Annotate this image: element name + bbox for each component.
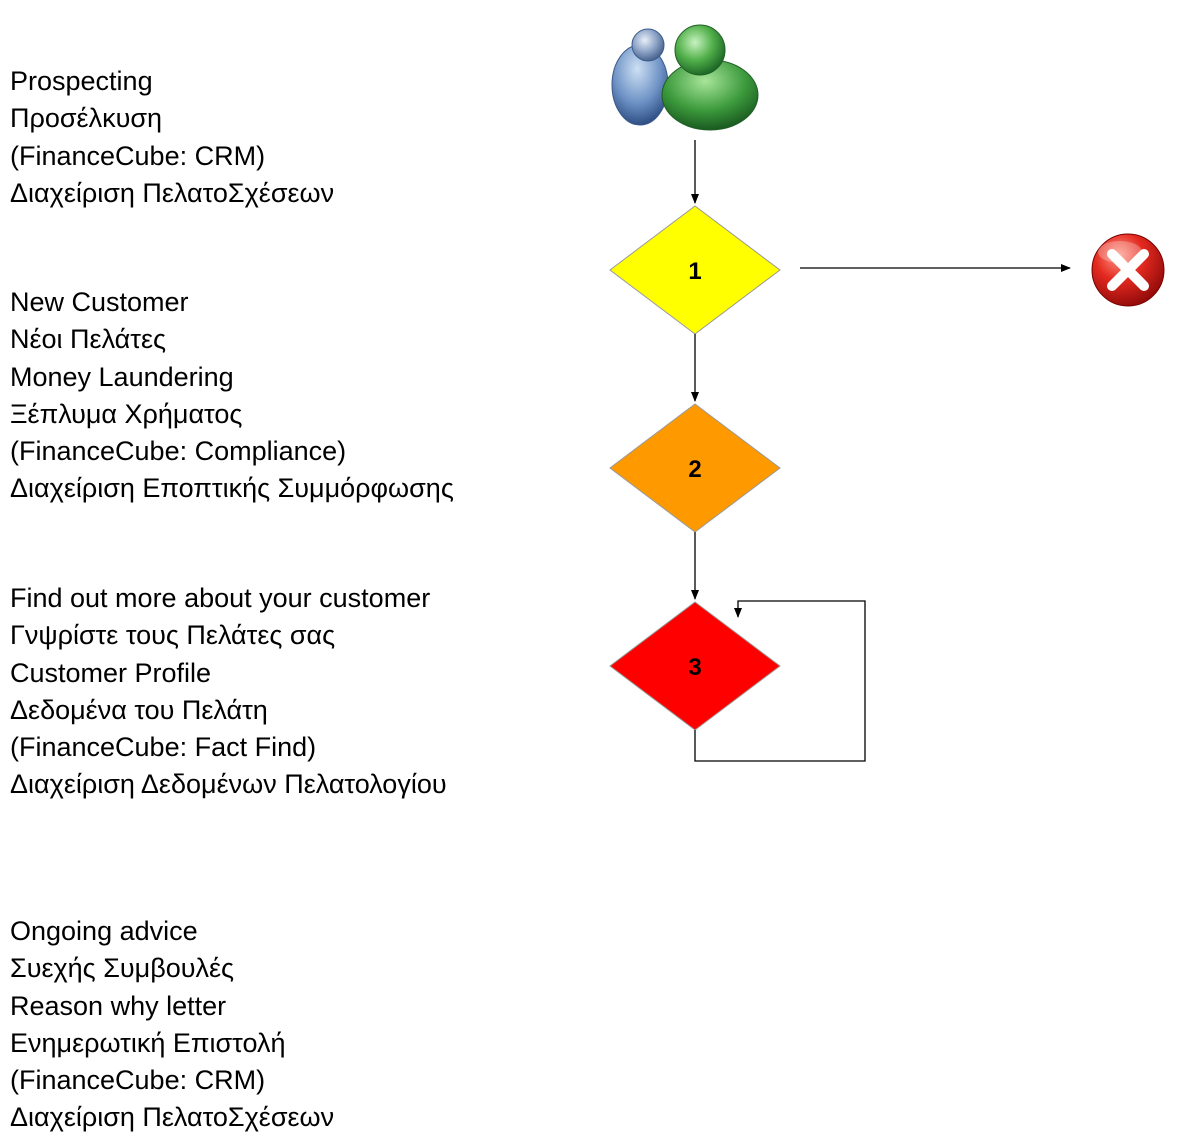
text-line: Γνψρίστε τους Πελάτες σας — [10, 620, 336, 651]
text-line: (FinanceCube: CRM) — [10, 140, 266, 171]
text-line: (FinanceCube: Compliance) — [10, 436, 347, 467]
text-line: Customer Profile — [10, 657, 212, 688]
text-line: Reason why letter — [10, 990, 227, 1021]
flow-diagram: 1 2 3 — [609, 24, 1165, 762]
text-line: Prospecting — [10, 66, 153, 96]
text-line: Συεχής Συμβουλές — [10, 953, 235, 984]
text-line: (FinanceCube: Fact Find) — [10, 732, 317, 763]
error-x-icon — [1091, 233, 1165, 307]
decision-label-1: 1 — [688, 258, 701, 285]
text-line: Προσέλκυση — [10, 103, 163, 134]
text-line: Διαχείριση Εποπτικής Συμμόρφωσης — [10, 473, 454, 504]
text-line: Ενημερωτική Επιστολή — [10, 1027, 286, 1058]
text-line: Διαχείριση Δεδομένων Πελατολογίου — [10, 769, 447, 800]
decision-label-3: 3 — [688, 654, 701, 681]
text-block-customer-profile: Find out more about your customer Γνψρίσ… — [10, 580, 447, 804]
decision-label-2: 2 — [688, 456, 701, 483]
text-line: (FinanceCube: CRM) — [10, 1065, 266, 1096]
text-line: New Customer — [10, 287, 189, 317]
text-line: Ongoing advice — [10, 916, 198, 946]
text-line: Ξέπλυμα Χρήματος — [10, 398, 243, 429]
text-line: Money Laundering — [10, 361, 234, 392]
text-line: Νέοι Πελάτες — [10, 324, 167, 355]
users-icon — [611, 24, 759, 131]
text-line: Διαχείριση ΠελατοΣχέσεων — [10, 1102, 335, 1133]
text-block-prospecting: Prospecting Προσέλκυση (FinanceCube: CRM… — [10, 63, 334, 212]
text-line: Διαχείριση ΠελατοΣχέσεων — [10, 177, 335, 208]
connector-3-loop — [694, 600, 866, 762]
text-line: Find out more about your customer — [10, 583, 431, 613]
text-block-new-customer: New Customer Νέοι Πελάτες Money Launderi… — [10, 284, 454, 508]
text-line: Δεδομένα του Πελάτη — [10, 694, 268, 725]
